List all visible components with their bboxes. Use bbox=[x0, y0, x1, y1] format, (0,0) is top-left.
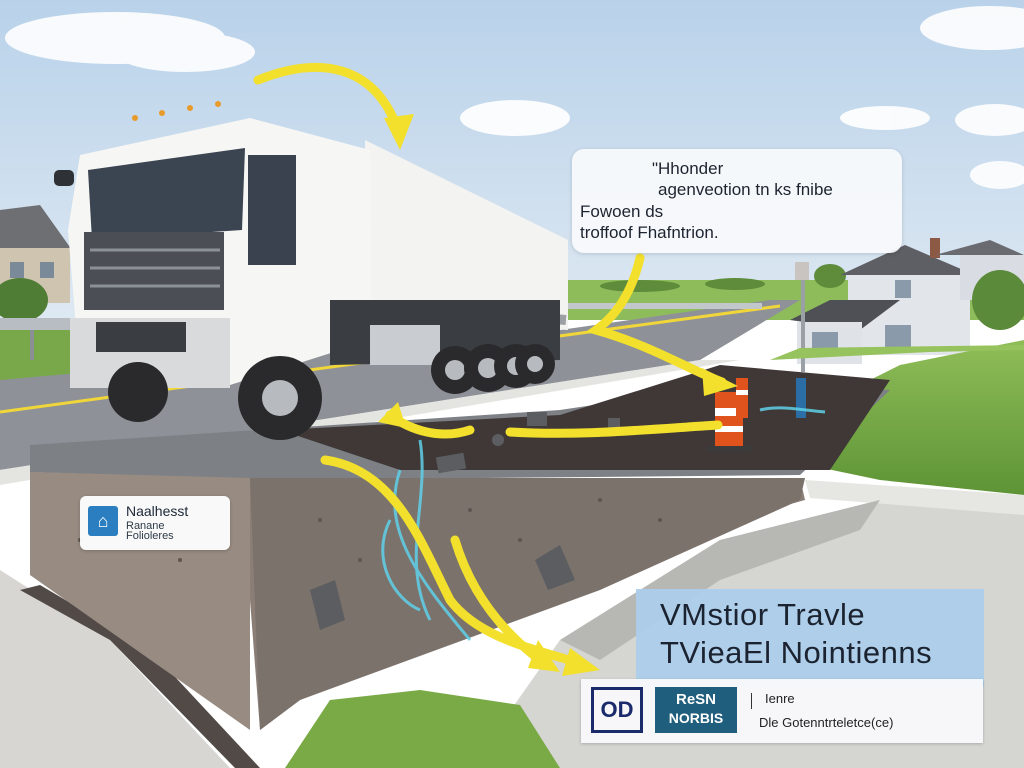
left-shrub bbox=[0, 278, 48, 322]
footer-line-1: Ienre bbox=[765, 691, 795, 706]
top-callout-box: "Hhonder agenveotion tn ks fnibe Fowoen … bbox=[572, 149, 902, 253]
sign-pole bbox=[801, 262, 805, 372]
lower-left-soil bbox=[20, 585, 260, 768]
right-house bbox=[790, 238, 1024, 364]
resn-logo-line-1: ReSN bbox=[675, 691, 716, 708]
badge-line-3: Folioleres bbox=[126, 530, 174, 542]
house-logo-icon: ⌂ bbox=[88, 506, 118, 536]
badge-line-2: Ranane bbox=[126, 520, 165, 532]
badge-line-1: Naalhesst bbox=[126, 503, 189, 519]
footer-line-2: Dle Gotenntrteletce(ce) bbox=[759, 715, 894, 730]
truck bbox=[54, 101, 568, 440]
od-logo: OD bbox=[591, 687, 643, 733]
yellow-arrowheads bbox=[378, 114, 738, 676]
callout-line-3: Fowoen ds bbox=[580, 202, 664, 221]
resn-logo: ReSN NORBIS bbox=[655, 687, 737, 733]
clouds bbox=[5, 6, 1024, 189]
resn-logo-line-2: NORBIS bbox=[668, 710, 724, 726]
callout-line-1: "Hhonder bbox=[652, 159, 724, 178]
blue-post bbox=[796, 378, 806, 418]
lower-grass bbox=[285, 690, 560, 768]
road bbox=[0, 300, 800, 470]
traffic-cone bbox=[707, 378, 751, 452]
title-line-1: VMstior Travle bbox=[660, 597, 866, 632]
left-grass bbox=[0, 330, 80, 380]
footer-separator bbox=[751, 693, 752, 709]
title-line-2: TVieaEl Nointienns bbox=[660, 635, 933, 670]
callout-line-2: agenveotion tn ks fnibe bbox=[658, 180, 833, 199]
lower-left-curb bbox=[0, 570, 230, 768]
right-tree bbox=[972, 270, 1024, 330]
title-panel: VMstior Travle TVieaEl Nointienns bbox=[636, 589, 984, 687]
footer-logo-card: OD ReSN NORBIS Ienre Dle Gotenntrteletce… bbox=[581, 679, 983, 743]
debris-rocks bbox=[310, 412, 620, 630]
distant-trees bbox=[600, 264, 846, 292]
left-logo-badge: ⌂ Naalhesst Ranane Folioleres bbox=[80, 496, 230, 550]
guardrail bbox=[0, 303, 762, 360]
callout-line-4: troffoof Fhafntrion. bbox=[580, 223, 719, 242]
